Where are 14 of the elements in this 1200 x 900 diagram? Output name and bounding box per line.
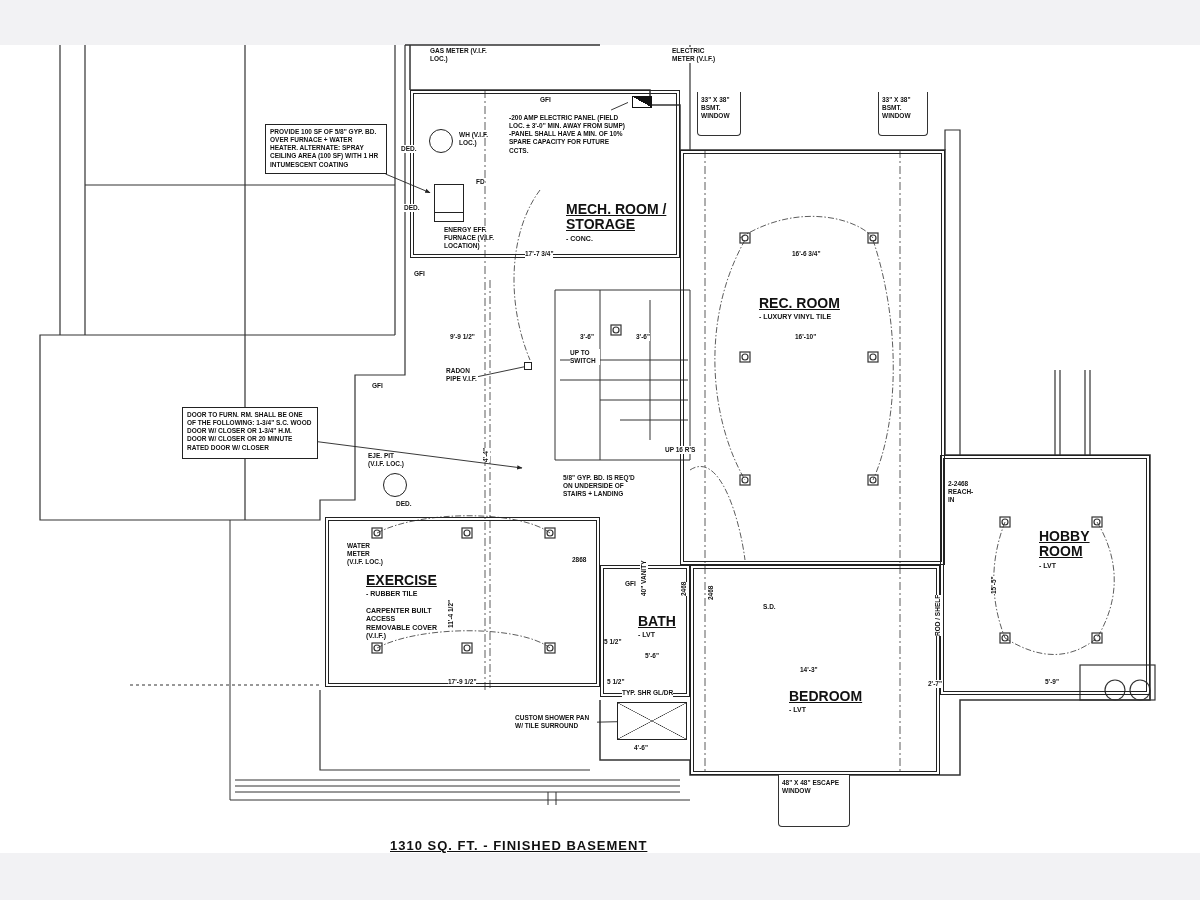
electric-panel-symbol xyxy=(632,96,652,108)
leader-line xyxy=(596,721,618,723)
drawing-caption: 1310 SQ. FT. - FINISHED BASEMENT xyxy=(390,838,648,853)
shower-symbol xyxy=(617,702,687,740)
leader-line xyxy=(610,102,629,111)
room-name: BATH xyxy=(638,614,677,630)
pipe-symbol xyxy=(524,362,532,370)
room-name: BEDROOM xyxy=(789,689,864,705)
leader-line xyxy=(477,366,525,378)
room-name: HOBBY ROOM xyxy=(1039,529,1091,560)
furnace-symbol xyxy=(434,184,464,222)
room-name: EXERCISE xyxy=(366,573,438,589)
room-name: REC. ROOM xyxy=(759,296,841,312)
room-name: MECH. ROOM / STORAGE xyxy=(566,202,668,233)
